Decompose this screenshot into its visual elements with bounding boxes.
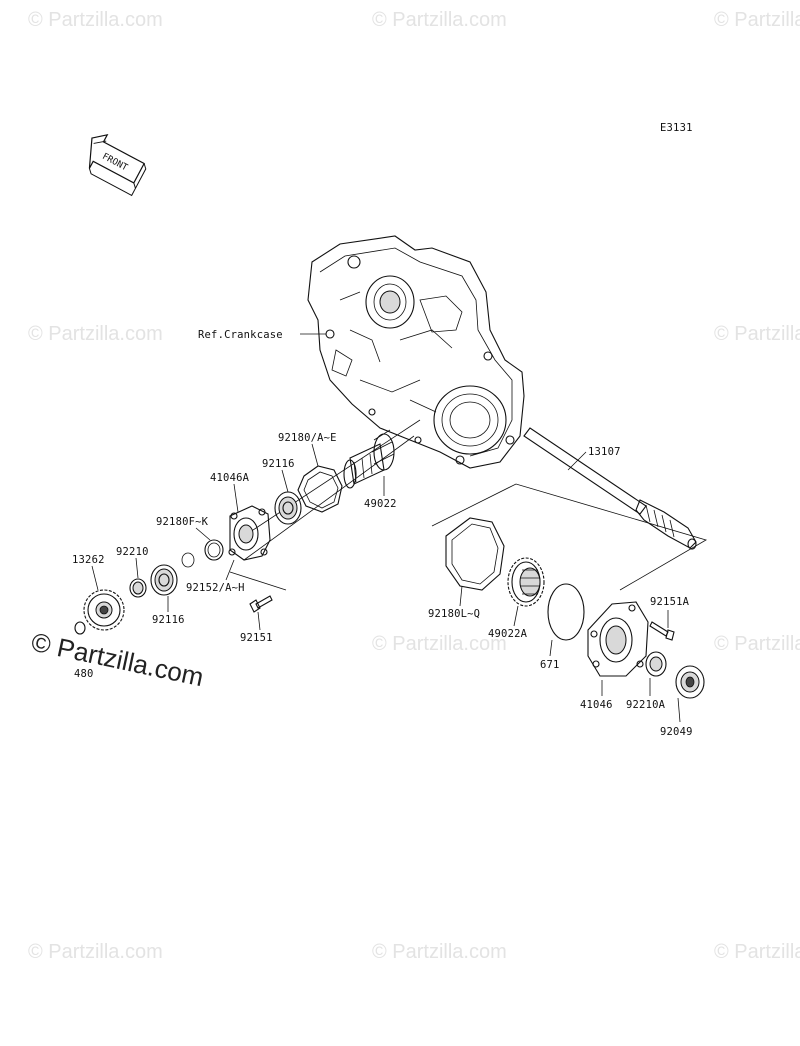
leader-line [459, 585, 463, 607]
part-label-92180a-e: 92180/A~E [278, 432, 337, 444]
part-label-49022a: 49022A [488, 628, 528, 640]
gasket-92180l-q [445, 517, 505, 591]
group-outline [229, 571, 287, 591]
leader-line [513, 605, 519, 627]
watermark-text: © Partzilla.com [714, 941, 800, 963]
leader-line [281, 469, 289, 493]
ring-92180f-k [204, 539, 224, 561]
shaft-13107 [523, 427, 697, 550]
leader-line [311, 443, 319, 467]
gear-49022a [507, 557, 545, 607]
leader-line [233, 483, 239, 513]
watermark-layer: © Partzilla.com © Partzilla.com © Partzi… [28, 9, 800, 963]
leader-line [135, 557, 139, 579]
gasket-92180a-e [297, 465, 343, 513]
part-label-92152a-h: 92152/A~H [186, 582, 245, 594]
leader-line [195, 527, 211, 541]
part-label-92151a: 92151A [650, 596, 690, 608]
watermark-text: © Partzilla.com [714, 633, 800, 655]
part-label-41046: 41046 [580, 699, 613, 711]
leader-line [91, 565, 99, 591]
group-outline [431, 483, 708, 591]
part-label-671: 671 [540, 659, 560, 671]
o-ring-671 [547, 583, 585, 641]
watermark-text: © Partzilla.com [28, 941, 163, 963]
ref-crankcase-label: Ref.Crankcase [198, 329, 283, 341]
watermark-text: © Partzilla.com [714, 9, 800, 31]
bearing-92116-lower [150, 564, 178, 596]
watermark-prominent: © Partzilla.com [29, 627, 207, 693]
part-label-92151: 92151 [240, 632, 273, 644]
watermark-text: © Partzilla.com [714, 323, 800, 345]
bearing-92116-upper [274, 491, 302, 525]
watermark-text: © Partzilla.com [372, 633, 507, 655]
watermark-text: © Partzilla.com [28, 323, 163, 345]
part-label-92116-upper: 92116 [262, 458, 295, 470]
seal-92049 [675, 665, 705, 699]
part-label-92116-lower: 92116 [152, 614, 185, 626]
watermark-text: © Partzilla.com [28, 9, 163, 31]
part-label-13262: 13262 [72, 554, 105, 566]
diagram-code: E3131 [660, 122, 693, 134]
gear-13262 [83, 589, 125, 631]
housing-41046a [228, 505, 271, 561]
leader-line [257, 611, 261, 631]
leader-line [567, 451, 587, 471]
leader-line [549, 639, 553, 657]
part-label-92049: 92049 [660, 726, 693, 738]
leader-line [225, 559, 235, 581]
crankcase-drawing [307, 235, 525, 469]
circlip-480 [74, 621, 86, 635]
gear-49022 [343, 429, 395, 489]
watermark-text: © Partzilla.com [372, 941, 507, 963]
part-label-480: 480 [74, 668, 94, 680]
part-label-41046a: 41046A [210, 472, 250, 484]
part-label-92210a: 92210A [626, 699, 666, 711]
front-arrow-icon: FRONT [88, 133, 147, 197]
part-label-49022: 49022 [364, 498, 397, 510]
nut-92210 [129, 578, 147, 598]
part-label-92180f-k: 92180F~K [156, 516, 209, 528]
part-label-13107: 13107 [588, 446, 621, 458]
leader-line [677, 697, 681, 723]
bolt-92151 [249, 595, 273, 613]
o-ring [181, 552, 195, 568]
bolt-92151a [649, 621, 675, 641]
watermark-text: © Partzilla.com [372, 9, 507, 31]
part-label-92210: 92210 [116, 546, 149, 558]
nut-92210a [645, 651, 667, 677]
part-label-92180l-q: 92180L~Q [428, 608, 480, 620]
housing-41046 [587, 601, 649, 677]
group-outline [243, 419, 421, 561]
